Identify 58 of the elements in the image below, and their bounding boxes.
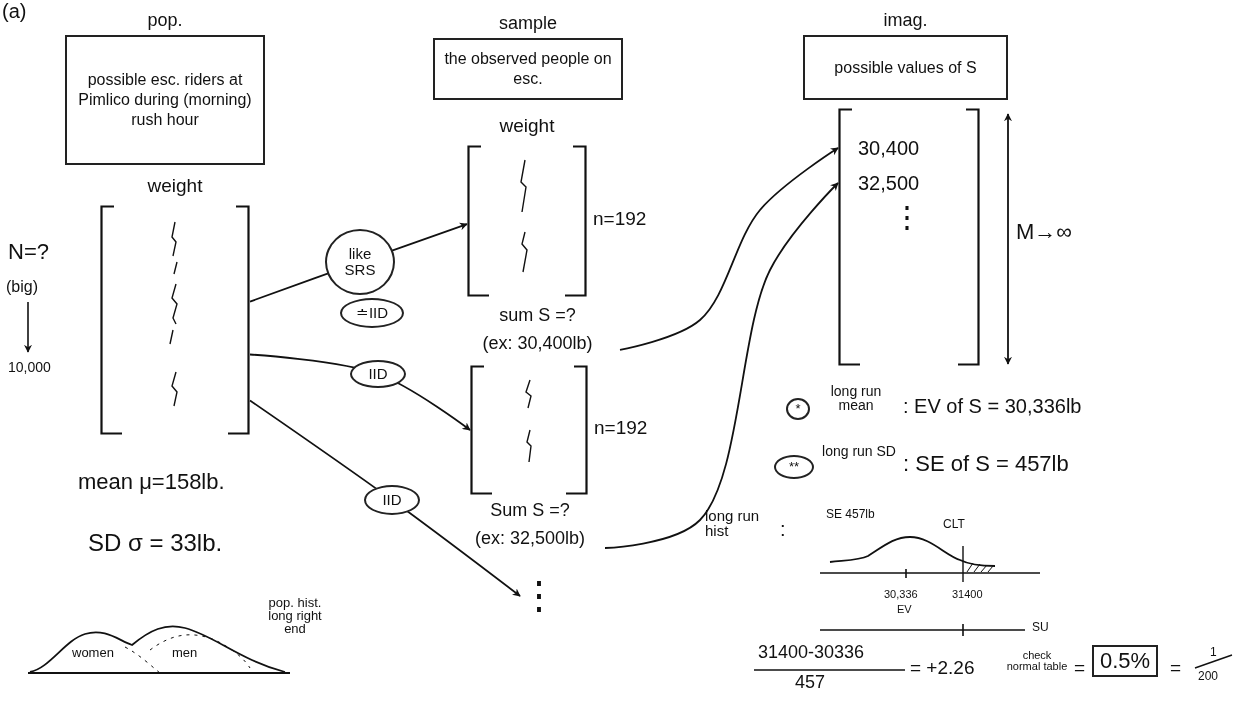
fraction-numerator: 1 <box>1210 646 1217 660</box>
sum-formula: Sum S =? <box>489 500 571 521</box>
box-heading: pop. <box>146 9 184 32</box>
fraction-denominator: 457 <box>795 673 826 693</box>
curve-label: CLT <box>943 518 965 532</box>
result-value: 0.5% <box>1092 645 1159 678</box>
arrow <box>604 182 839 549</box>
edge-label: IID <box>350 360 406 388</box>
mean-formula: mean μ=158lb. <box>78 470 225 495</box>
axis-label: SU <box>1032 621 1049 635</box>
sd-formula: SD σ = 33lb. <box>88 530 223 557</box>
note-text: long run SD <box>821 444 897 458</box>
note-text: long run hist <box>705 508 761 538</box>
note-text: long run mean <box>829 384 883 412</box>
sample-size-label: n=192 <box>593 209 647 230</box>
value-entry: 32,500 <box>838 168 958 198</box>
se-formula: : SE of S = 457lb <box>903 452 1069 477</box>
sample-size-label: n=192 <box>594 418 648 439</box>
column-heading: weight <box>499 115 555 137</box>
limit-label: M→∞ <box>1016 220 1072 245</box>
oval-label: ≐IID <box>340 298 404 328</box>
curve-label: women <box>72 646 114 661</box>
ellipsis: ⋮ <box>892 200 922 233</box>
panel-label: (a) <box>2 0 27 22</box>
formula-text: = +2.26 <box>910 658 975 679</box>
note-text: (big) <box>6 278 38 296</box>
box-text: possible values of S <box>834 57 977 78</box>
tick-label: EV <box>897 603 912 616</box>
population-size: N=? <box>8 240 49 265</box>
formula-text: = <box>1170 658 1182 679</box>
box-heading: imag. <box>882 9 929 32</box>
example-value: (ex: 30,400lb) <box>481 333 594 354</box>
box-text: possible esc. riders at Pimlico during (morning) rush hour <box>77 70 253 130</box>
colon-text: : <box>780 518 786 540</box>
sum-formula: sum S =? <box>498 305 577 326</box>
column-heading: weight <box>147 175 203 197</box>
ellipsis: ⋮ <box>520 566 542 626</box>
edge-label: IID <box>364 485 420 515</box>
fraction-numerator: 31400-30336 <box>758 643 865 663</box>
formula-text: = <box>1074 658 1086 679</box>
tick-label: 30,336 <box>884 588 918 601</box>
arrow <box>249 399 521 597</box>
value-entry: 30,400 <box>838 133 958 163</box>
population-size-value: 10,000 <box>8 360 51 376</box>
curve-label: men <box>172 646 198 661</box>
ev-formula: : EV of S = 30,336lb <box>903 395 1082 417</box>
curve-label: SE 457lb <box>826 508 875 522</box>
box-heading: sample <box>498 12 558 35</box>
fraction-denominator: 200 <box>1198 670 1219 684</box>
footnote-mark: ** <box>774 455 814 479</box>
box-text: the observed people on esc. <box>443 49 613 89</box>
example-value: (ex: 32,500lb) <box>473 528 587 549</box>
arrow <box>619 147 839 351</box>
footnote-mark: * <box>786 398 810 420</box>
note-text: check normal table <box>1005 650 1069 672</box>
edge-label: like SRS <box>325 229 395 295</box>
note-text: pop. hist. long right end <box>267 596 323 635</box>
tick-label: 31400 <box>952 588 983 601</box>
